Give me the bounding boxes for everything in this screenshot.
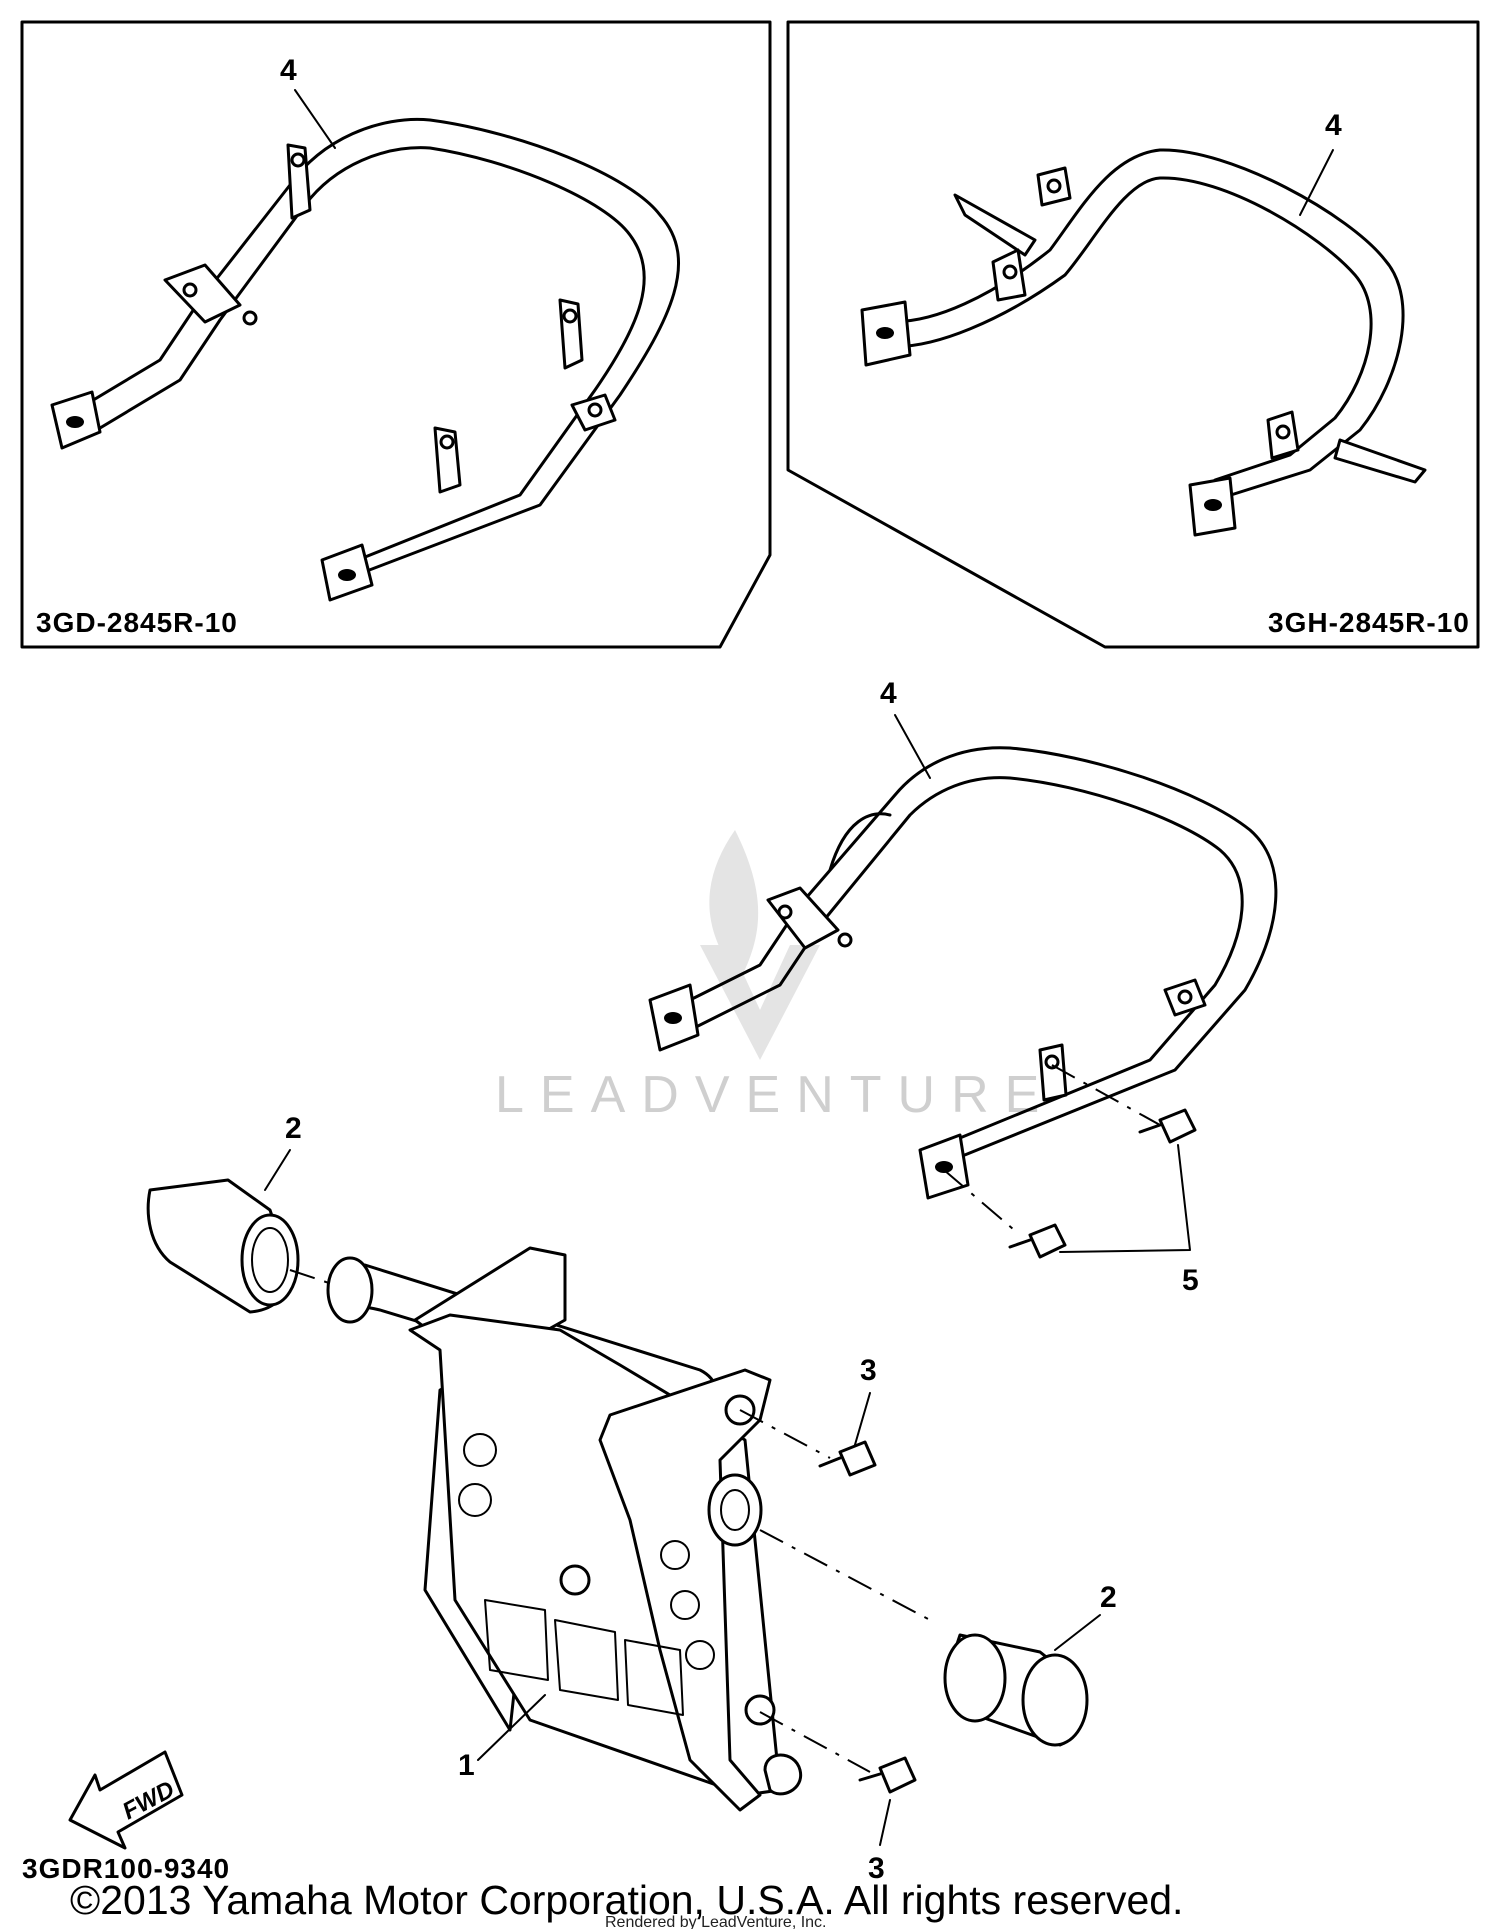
skid-plate: 1 [326,1246,931,1812]
inset-3gd: 4 3GD-2845R-10 [20,20,772,649]
rendered-by-text: Rendered by LeadVenture, Inc. [605,1914,827,1929]
inset-3gh-callout: 4 [1325,109,1342,142]
callout-bolt-bottom: 3 [868,1852,885,1885]
guard-assembly: 4 5 [648,677,1278,1297]
callout-guard: 4 [880,677,897,710]
fwd-arrow: FWD [68,1750,184,1850]
diagram-code: 3GDR100-9340 [22,1853,230,1884]
copyright-text: ©2013 Yamaha Motor Corporation, U.S.A. A… [70,1877,1183,1923]
callout-skid-plate: 1 [458,1749,475,1782]
leadventure-watermark: LEADVENTURE [495,830,1055,1124]
watermark-text: LEADVENTURE [495,1066,1055,1124]
inset-3gh-code: 3GH-2845R-10 [1268,607,1470,638]
inset-3gd-callout: 4 [280,54,297,87]
inset-3gd-code: 3GD-2845R-10 [36,607,238,638]
bolt-bottom: 3 [759,1711,917,1885]
callout-cap-right: 2 [1100,1581,1117,1614]
cap-left: 2 [146,1112,336,1314]
inset-3gh: 4 3GH-2845R-10 [786,20,1480,649]
cap-right: 2 [943,1581,1117,1747]
callout-bolt-top: 3 [860,1354,877,1387]
bolt-top: 3 [739,1354,877,1477]
callout-guard-bolts: 5 [1182,1264,1199,1297]
callout-cap-left: 2 [285,1112,302,1145]
